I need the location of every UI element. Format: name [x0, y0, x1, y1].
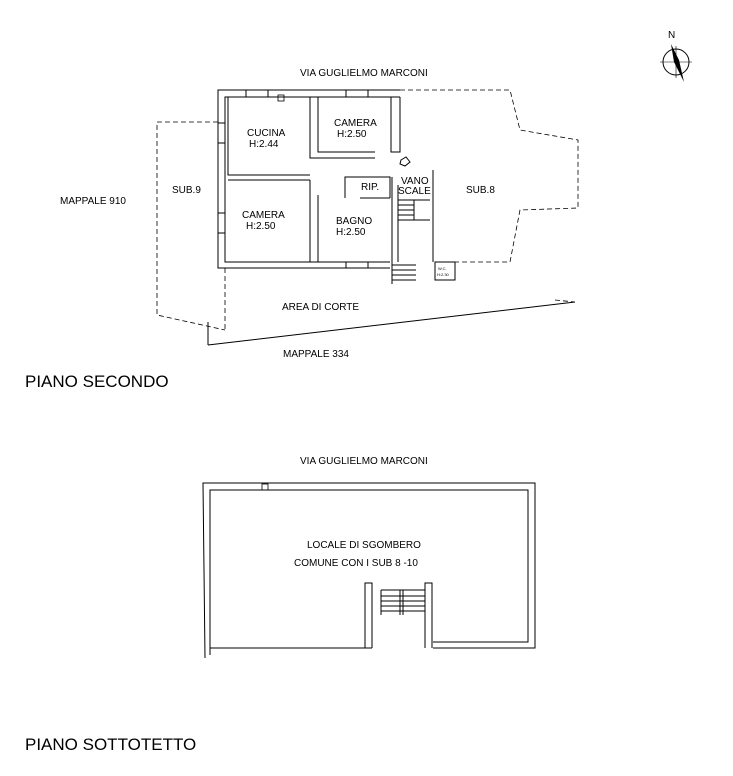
- room-name: W.C.: [438, 266, 447, 271]
- room-height: H:2.30: [437, 272, 450, 277]
- room-name: LOCALE DI SGOMBERO: [307, 540, 421, 551]
- room-name: BAGNO: [336, 216, 372, 227]
- parcel-label-left: MAPPALE 910: [60, 196, 126, 207]
- compass-label: N: [668, 30, 675, 41]
- room-height: H:2.50: [246, 221, 276, 232]
- floor-title: PIANO SECONDO: [25, 372, 169, 391]
- room-name: CAMERA: [242, 210, 285, 221]
- sub-label-right: SUB.8: [466, 185, 495, 196]
- north-arrow-icon: N: [660, 30, 692, 82]
- piano-secondo-plan: VIA GUGLIELMO MARCONI MAPPALE 910 MAPPAL…: [25, 68, 579, 391]
- stairs-icon: [380, 589, 425, 615]
- room-name: VANO: [401, 176, 429, 187]
- room-name: CUCINA: [247, 128, 286, 139]
- piano-sottotetto-plan: VIA GUGLIELMO MARCONI LOCALE DI SGOMBERO…: [25, 456, 536, 754]
- room-name: SCALE: [398, 186, 431, 197]
- room-note: COMUNE CON I SUB 8 -10: [294, 558, 418, 569]
- street-label: VIA GUGLIELMO MARCONI: [300, 456, 428, 467]
- room-height: H:2.50: [337, 129, 367, 140]
- floor-title: PIANO SOTTOTETTO: [25, 735, 196, 754]
- stairs-icon: [391, 199, 430, 284]
- sub-label-left: SUB.9: [172, 185, 201, 196]
- parcel-label-bottom: MAPPALE 334: [283, 349, 349, 360]
- courtyard-label: AREA DI CORTE: [282, 302, 359, 313]
- street-label: VIA GUGLIELMO MARCONI: [300, 68, 428, 79]
- room-name: RIP.: [361, 182, 379, 193]
- room-name: CAMERA: [334, 118, 377, 129]
- room-height: H:2.44: [249, 139, 279, 150]
- room-height: H:2.50: [336, 227, 366, 238]
